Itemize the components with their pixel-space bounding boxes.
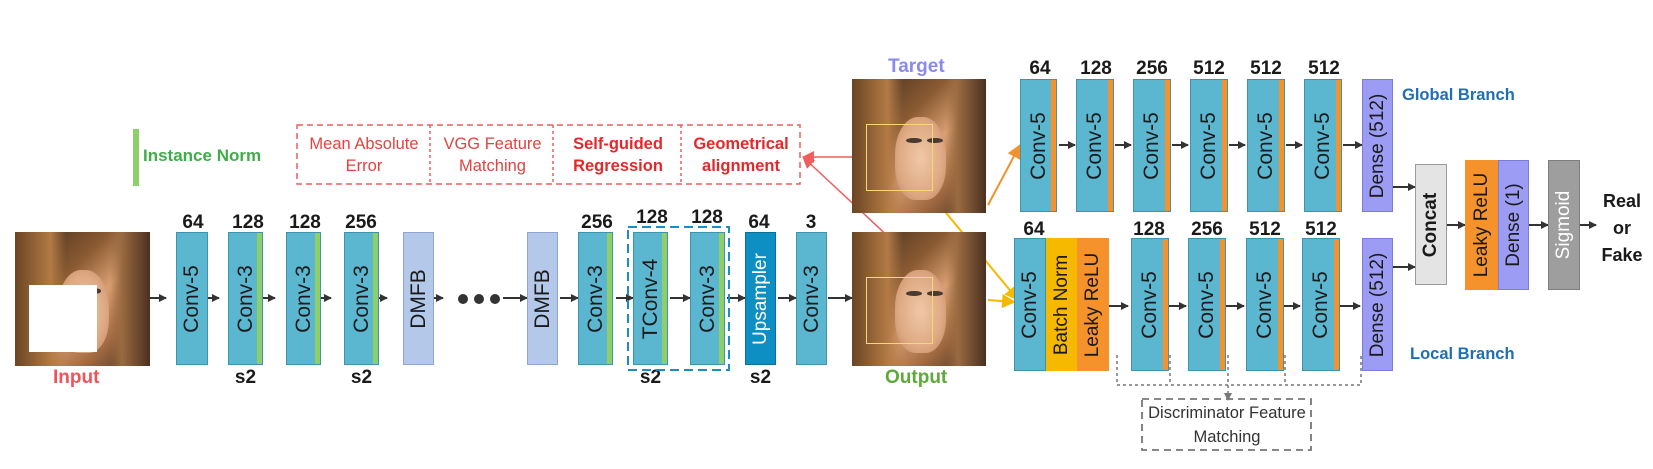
real-or-fake-label: Real or Fake [1601,191,1643,265]
channels-d2: 256 [1136,58,1168,79]
global-conv5-512: Conv-5 [1190,79,1228,212]
local-conv5-256: Conv-5 [1188,238,1226,371]
stride-g3: s2 [350,367,373,388]
loss-vgg: VGG Feature Matching [443,134,542,175]
stride-g7: s2 [639,367,662,388]
gen-dmfb-1: DMFB [403,232,434,365]
head-leaky-relu: Leaky ReLU [1465,160,1498,290]
target-local-crop [866,124,933,191]
ellipsis-dot [458,294,468,304]
global-conv5-256: Conv-5 [1133,79,1171,212]
channels-g10: 3 [805,212,817,233]
loss-self-guided: Self-guided Regression [573,134,663,175]
head-dense-1: Dense (1) [1498,160,1529,290]
gen-conv5-64: Conv-5 [176,232,208,365]
stride-g1: s2 [234,367,257,388]
local-conv5-64: Conv-5 [1014,238,1046,371]
channels-l2: 256 [1191,219,1223,240]
channels-d3: 512 [1193,58,1225,79]
concat-block: Concat [1415,164,1447,285]
local-conv5-512: Conv-5 [1246,238,1284,371]
channels-g6: 256 [581,212,613,233]
discriminator-feature-matching: Discriminator Feature Matching [1148,404,1306,446]
upsample-group-bracket [627,226,730,371]
global-conv5-512: Conv-5 [1247,79,1285,212]
channels-d0: 64 [1029,58,1051,79]
stride-g9: s2 [749,367,772,388]
input-image [15,232,150,366]
local-branch-label: Local Branch [1410,345,1515,363]
channels-l3: 512 [1249,219,1281,240]
channels-l1: 128 [1133,219,1165,240]
target-label: Target [888,56,945,77]
target-image [852,79,986,213]
channels-g9: 64 [748,212,770,233]
loss-box-outline [296,124,801,185]
gen-conv3-128-s2: Conv-3 [228,232,263,365]
instance-norm-legend-swatch [133,129,139,186]
local-leaky-relu: Leaky ReLU [1077,238,1109,371]
channels-g1: 128 [232,212,264,233]
loss-mae: Mean Absolute Error [309,134,419,175]
global-dense-512: Dense (512) [1362,79,1393,212]
output-image [852,232,986,366]
channels-g2: 128 [289,212,321,233]
gen-upsampler-64-s2: Upsampler [745,232,776,365]
channels-g7: 128 [636,207,668,228]
output-label: Output [885,367,948,388]
gen-conv3-128: Conv-3 [286,232,321,365]
global-conv5-64: Conv-5 [1020,79,1057,212]
output-local-crop [866,277,933,344]
gen-conv3-128: Conv-3 [690,232,725,365]
gen-conv3-256-s2: Conv-3 [344,232,379,365]
input-mask [29,285,97,352]
local-conv5-128: Conv-5 [1131,238,1169,371]
channels-g8: 128 [691,207,723,228]
input-label: Input [53,367,100,388]
channels-l4: 512 [1305,219,1337,240]
local-conv5-512: Conv-5 [1302,238,1340,371]
global-conv5-128: Conv-5 [1076,79,1114,212]
gen-conv3-256: Conv-3 [578,232,613,365]
ellipsis-dot [490,294,500,304]
loss-geometrical: Geometrical alignment [693,134,789,175]
channels-l0: 64 [1023,219,1045,240]
channels-d1: 128 [1080,58,1112,79]
instance-norm-legend-label: Instance Norm [143,146,262,165]
local-dense-512: Dense (512) [1362,238,1393,371]
channels-g3: 256 [345,212,377,233]
sigmoid-block: Sigmoid [1548,160,1580,290]
gen-conv3-3: Conv-3 [796,232,827,365]
local-batch-norm: Batch Norm [1046,238,1077,371]
ellipsis-dot [474,294,484,304]
global-conv5-512: Conv-5 [1304,79,1342,212]
channels-d5: 512 [1308,58,1340,79]
channels-g0: 64 [182,212,204,233]
gen-dmfb-2: DMFB [527,232,558,365]
channels-d4: 512 [1250,58,1282,79]
global-branch-label: Global Branch [1402,86,1515,104]
gen-tconv4-128-s2: TConv-4 [633,232,668,365]
